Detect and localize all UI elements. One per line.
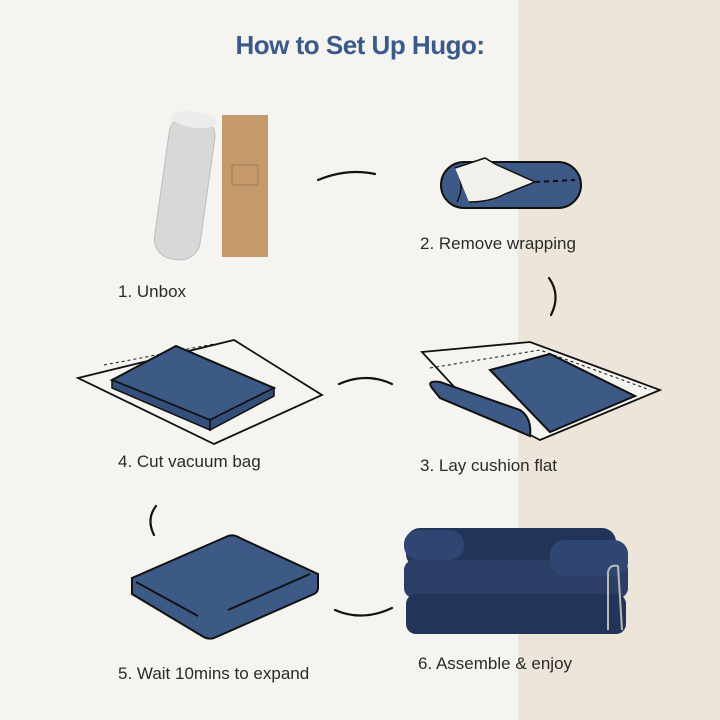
- step-2-label: 2. Remove wrapping: [420, 234, 576, 253]
- page-title: How to Set Up Hugo:: [235, 30, 485, 60]
- lay-flat-illustration: [420, 341, 663, 441]
- rolled-cushion-illustration: [440, 157, 582, 209]
- step-4-label: 4. Cut vacuum bag: [118, 452, 261, 471]
- connector-arc-1: [316, 170, 377, 182]
- connector-arc-4: [149, 504, 158, 537]
- sofa-illustration: [404, 528, 628, 634]
- unbox-illustration: [153, 111, 268, 261]
- step-1-label: 1. Unbox: [118, 282, 187, 301]
- step-5-label: 5. Wait 10mins to expand: [118, 664, 310, 683]
- step-6-label: 6. Assemble & enjoy: [418, 654, 573, 673]
- connector-arc-2: [547, 276, 557, 317]
- vacuum-bag-illustration: [75, 339, 324, 445]
- connector-arc-3: [337, 376, 394, 386]
- connector-arc-5: [333, 606, 394, 617]
- expanded-cushion-illustration: [131, 534, 319, 640]
- step-3-label: 3. Lay cushion flat: [420, 456, 558, 475]
